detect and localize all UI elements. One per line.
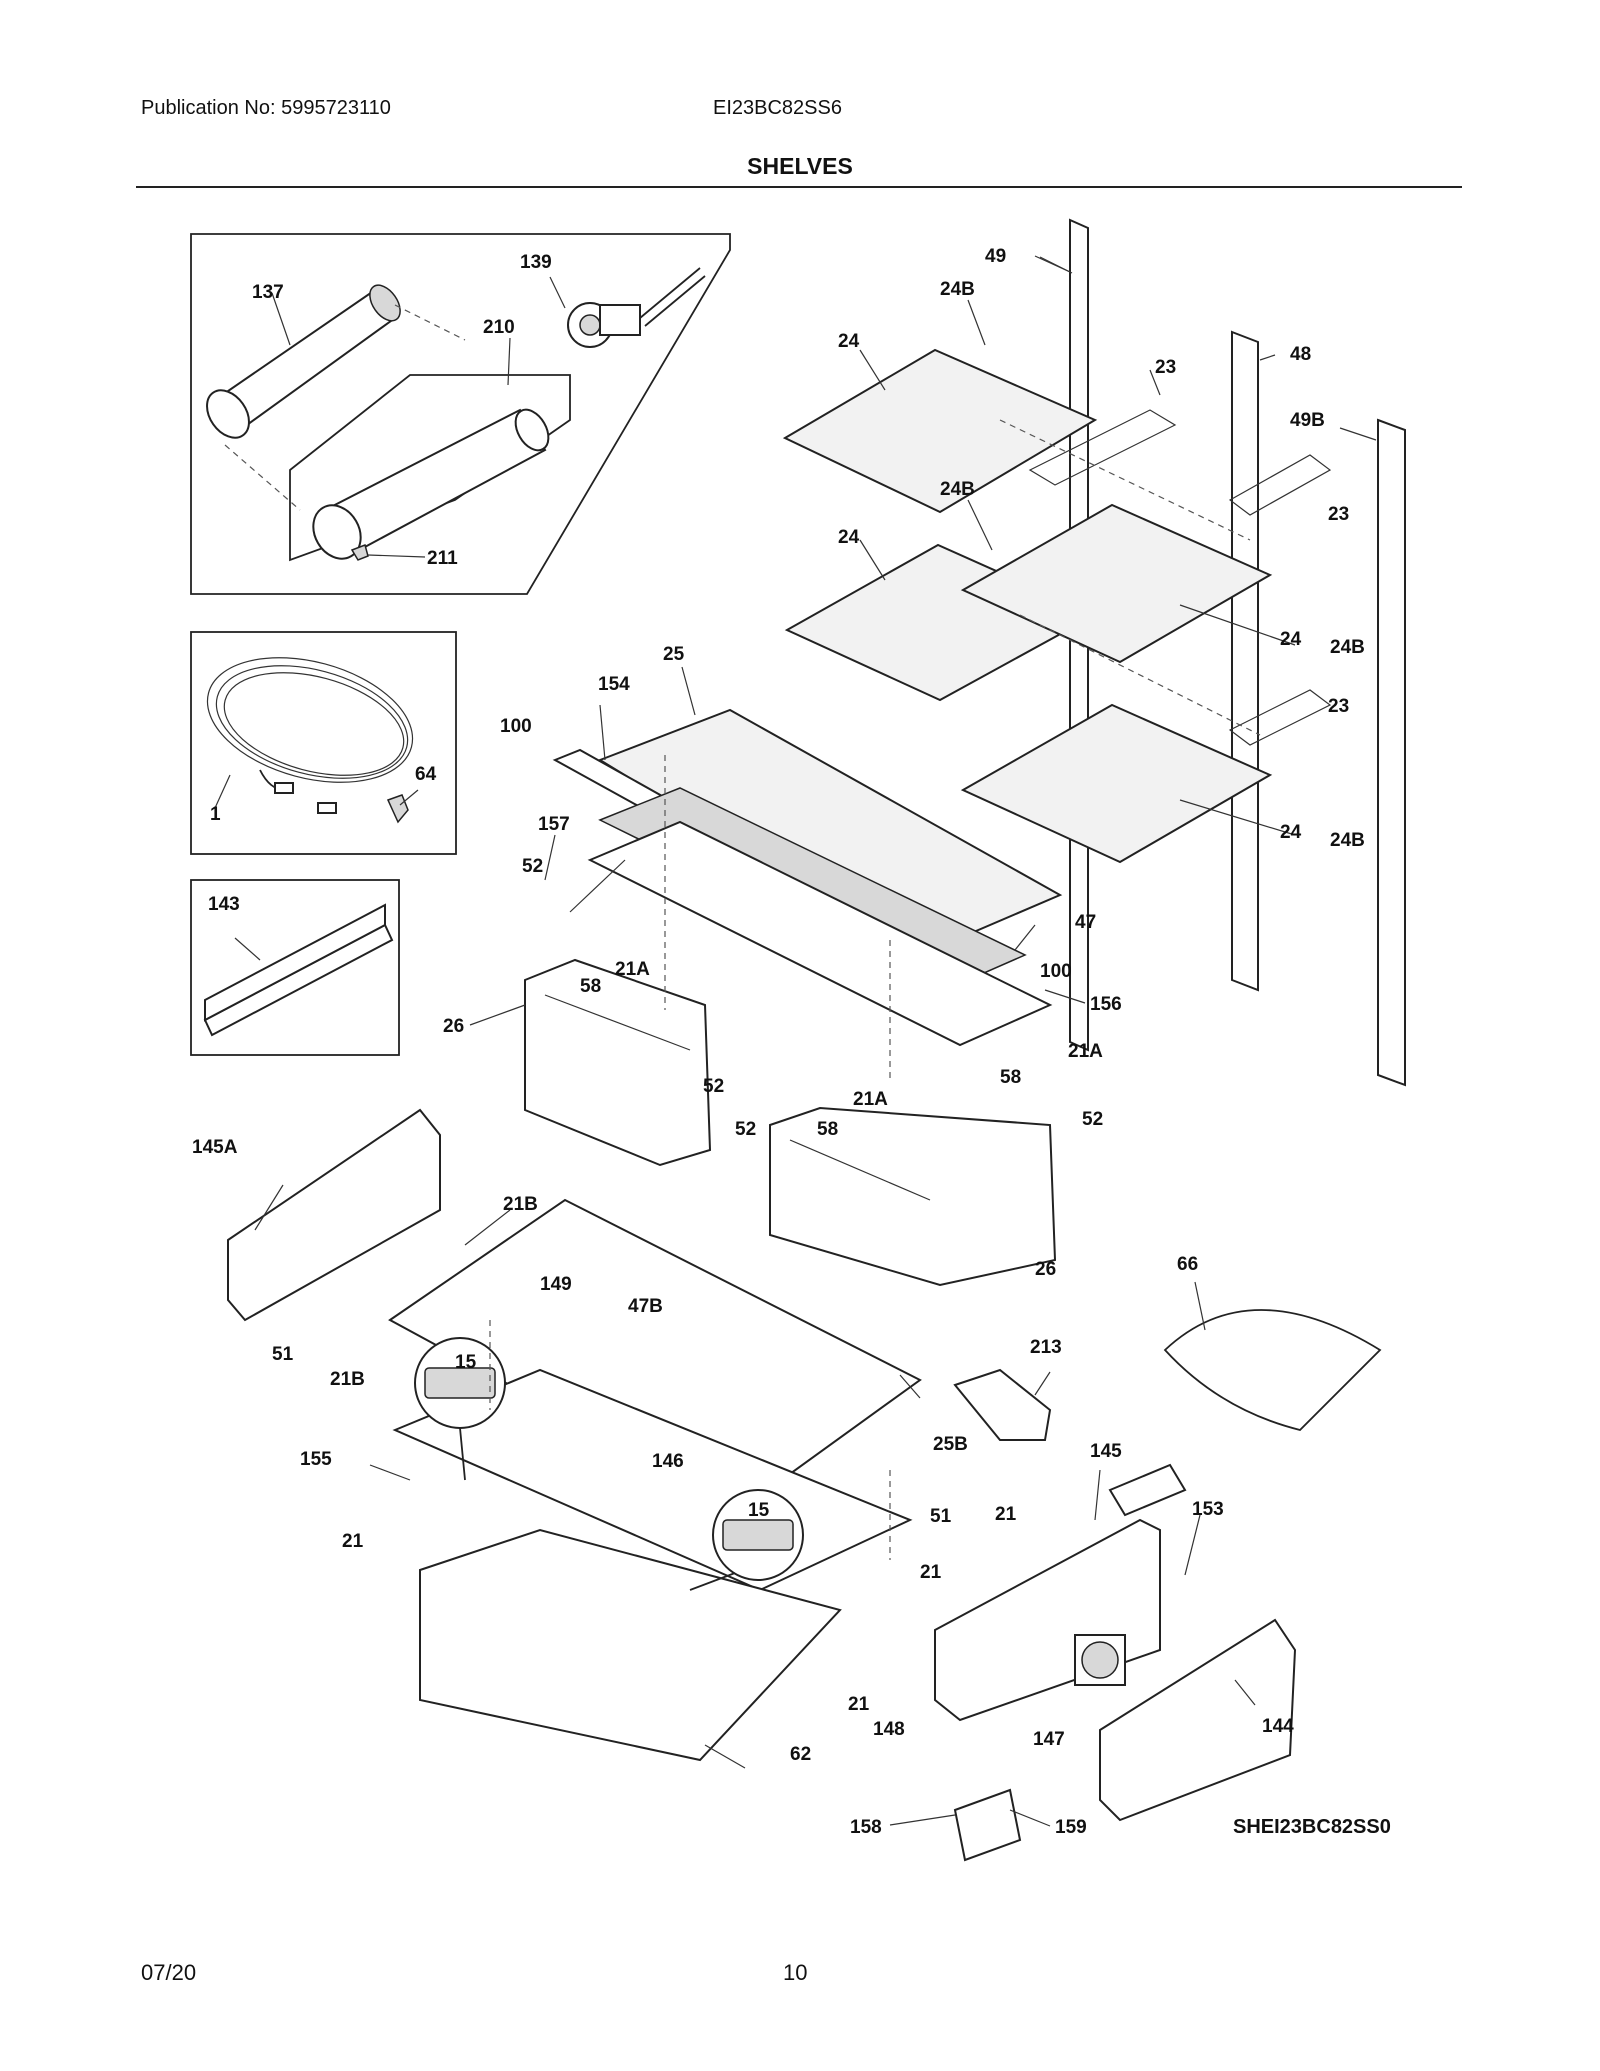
water-filter-inset <box>190 233 731 595</box>
revision-date: 07/20 <box>141 1960 197 1985</box>
callout-21A-a: 21A <box>615 959 650 980</box>
callout-153: 153 <box>1192 1499 1224 1520</box>
callout-21A-c: 21A <box>853 1089 888 1110</box>
callout-24B-c: 24B <box>1330 637 1365 658</box>
detail-magnifiers <box>414 1337 804 1591</box>
callout-62: 62 <box>790 1744 811 1765</box>
water-line-inset <box>190 631 457 855</box>
callout-66: 66 <box>1177 1254 1198 1275</box>
callout-47: 47 <box>1075 912 1096 933</box>
callout-52-d: 52 <box>1082 1109 1103 1130</box>
callout-158: 158 <box>850 1817 882 1838</box>
callout-143: 143 <box>208 894 240 915</box>
callout-15-b: 15 <box>748 1500 770 1521</box>
model-number: EI23BC82SS6 <box>713 97 842 119</box>
page-number: 10 <box>783 1960 808 1985</box>
crisper-assembly <box>524 708 1063 1287</box>
callout-24B-d: 24B <box>1330 830 1365 851</box>
part-143-inset <box>190 879 400 1056</box>
callout-64: 64 <box>415 764 437 785</box>
callout-149: 149 <box>540 1274 572 1295</box>
callout-159: 159 <box>1055 1817 1087 1838</box>
callout-146: 146 <box>652 1451 684 1472</box>
section-title: SHELVES <box>747 153 853 179</box>
callout-26-a: 26 <box>443 1016 464 1037</box>
water-filter-cartridge <box>206 284 466 511</box>
callout-24-c: 24 <box>1280 629 1302 650</box>
callout-52-b: 52 <box>703 1076 724 1097</box>
callout-21A-b: 21A <box>1068 1041 1103 1062</box>
callout-23-c: 23 <box>1328 696 1349 717</box>
callout-157: 157 <box>538 814 570 835</box>
leader-lines <box>254 255 1296 1827</box>
glass-shelves <box>782 348 1332 864</box>
callout-21-c: 21 <box>920 1562 942 1583</box>
callout-51-a: 51 <box>272 1344 294 1365</box>
callout-49B: 49B <box>1290 410 1325 431</box>
callout-145A: 145A <box>192 1137 238 1158</box>
callout-100-a: 100 <box>500 716 532 737</box>
callout-21B-a: 21B <box>503 1194 538 1215</box>
callout-25: 25 <box>663 644 685 665</box>
callout-21-b: 21 <box>995 1504 1017 1525</box>
callout-52-a: 52 <box>522 856 543 877</box>
filter-housing <box>312 408 550 561</box>
callout-145: 145 <box>1090 1441 1122 1462</box>
control-assembly <box>934 1463 1297 1862</box>
callout-213: 213 <box>1030 1337 1062 1358</box>
callout-58-c: 58 <box>817 1119 838 1140</box>
callout-154: 154 <box>598 674 630 695</box>
callout-148: 148 <box>873 1719 905 1740</box>
callout-49: 49 <box>985 246 1006 267</box>
diagram-code: SHEI23BC82SS0 <box>1233 1816 1391 1838</box>
callout-25B: 25B <box>933 1434 968 1455</box>
filter-head <box>567 267 706 348</box>
callout-24-a: 24 <box>838 331 860 352</box>
callout-26-b: 26 <box>1035 1259 1056 1280</box>
callout-58-a: 58 <box>580 976 601 997</box>
callout-23-b: 23 <box>1328 504 1349 525</box>
callout-23-a: 23 <box>1155 357 1176 378</box>
callout-147: 147 <box>1033 1729 1065 1750</box>
callout-24-b: 24 <box>838 527 860 548</box>
callout-21-d: 21 <box>848 1694 870 1715</box>
callout-24B-b: 24B <box>940 479 975 500</box>
callout-137: 137 <box>252 282 284 303</box>
callout-24-d: 24 <box>1280 822 1302 843</box>
callout-144: 144 <box>1262 1716 1294 1737</box>
callout-48: 48 <box>1290 344 1311 365</box>
callout-52-c: 52 <box>735 1119 756 1140</box>
callout-labels: 137 139 210 211 1 64 143 49 24B 24 23 48… <box>192 246 1391 1838</box>
callout-211: 211 <box>427 548 458 569</box>
callout-100-b: 100 <box>1040 961 1072 982</box>
header-rule <box>136 186 1462 188</box>
callout-58-b: 58 <box>1000 1067 1021 1088</box>
callout-51-b: 51 <box>930 1506 952 1527</box>
callout-156: 156 <box>1090 994 1122 1015</box>
callout-210: 210 <box>483 317 515 338</box>
callout-1: 1 <box>210 804 221 825</box>
callout-47B: 47B <box>628 1296 663 1317</box>
callout-139: 139 <box>520 252 552 273</box>
callout-21B-b: 21B <box>330 1369 365 1390</box>
publication-number: Publication No: 5995723110 <box>141 97 391 119</box>
callout-21-a: 21 <box>342 1531 364 1552</box>
callout-15-a: 15 <box>455 1352 477 1373</box>
callout-24B-a: 24B <box>940 279 975 300</box>
callout-155: 155 <box>300 1449 332 1470</box>
